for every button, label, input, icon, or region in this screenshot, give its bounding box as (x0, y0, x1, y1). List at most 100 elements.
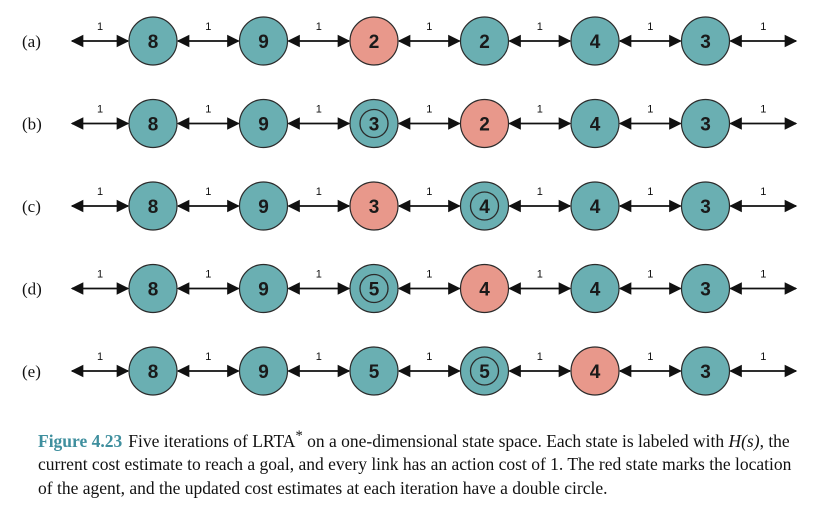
updated-estimate-ring (359, 108, 389, 139)
state-node (128, 181, 178, 231)
agent-state-node (459, 98, 510, 149)
state-cost-value: 2 (479, 115, 490, 136)
state-node (238, 346, 289, 396)
state-cost-value: 9 (258, 362, 269, 383)
edge-cost-label: 1 (205, 186, 211, 198)
state-node (680, 181, 731, 231)
updated-estimate-ring (359, 273, 389, 304)
state-node (349, 98, 399, 149)
state-node (680, 98, 731, 149)
caption-text-2: on a one-dimensional state space. Each s… (302, 430, 729, 451)
state-cost-value: 4 (590, 32, 601, 53)
state-cost-value: 3 (700, 32, 711, 53)
state-node (128, 346, 178, 396)
state-cost-value: 4 (479, 197, 490, 218)
state-node (680, 346, 731, 396)
row-label: (d) (22, 280, 42, 299)
state-cost-value: 3 (700, 115, 711, 136)
edge-cost-label: 1 (647, 104, 653, 116)
edge-cost-label: 1 (97, 351, 103, 363)
edge-cost-label: 1 (426, 104, 432, 116)
state-cost-value: 8 (148, 197, 159, 218)
edge-cost-label: 1 (426, 186, 432, 198)
state-cost-value: 3 (700, 362, 711, 383)
lrta-diagram: (a) 1 1 1 1 1 1 1 8 9 2 2 4 3 (b) 1 1 1 1 1 1 1 8 9 3 2 4 3 (c) 1 1 1 1 1… (22, 16, 798, 396)
edge-cost-label: 1 (647, 351, 653, 363)
state-node (238, 98, 289, 149)
agent-state-node (570, 346, 620, 396)
state-cost-value: 5 (479, 362, 490, 383)
state-cost-value: 8 (148, 115, 159, 136)
state-node (570, 181, 620, 231)
state-cost-value: 4 (590, 280, 601, 301)
state-node (128, 16, 178, 66)
state-node (459, 16, 510, 66)
state-cost-value: 4 (590, 115, 601, 136)
state-node (459, 181, 510, 231)
row-label: (a) (22, 32, 41, 51)
edge-cost-label: 1 (205, 351, 211, 363)
updated-estimate-ring (469, 191, 500, 221)
state-cost-value: 2 (479, 32, 490, 53)
edge-cost-label: 1 (760, 269, 766, 281)
edge-cost-label: 1 (426, 351, 432, 363)
state-node (238, 181, 289, 231)
edge-cost-label: 1 (537, 21, 543, 33)
state-cost-value: 3 (700, 280, 711, 301)
state-cost-value: 3 (700, 197, 711, 218)
edge-cost-label: 1 (760, 104, 766, 116)
state-node (128, 98, 178, 149)
caption-text-1: Five iterations of LRTA (128, 430, 296, 451)
edge-cost-label: 1 (205, 269, 211, 281)
state-cost-value: 4 (479, 280, 490, 301)
edge-cost-label: 1 (205, 104, 211, 116)
state-node (570, 98, 620, 149)
edge-cost-label: 1 (647, 186, 653, 198)
state-cost-value: 9 (258, 280, 269, 301)
caption-text-3: , the current cost estimate to reach a g… (38, 430, 792, 498)
row-label: (e) (22, 362, 41, 381)
edge-cost-label: 1 (316, 351, 322, 363)
state-node (459, 346, 510, 396)
state-cost-value: 8 (148, 32, 159, 53)
edge-cost-label: 1 (647, 269, 653, 281)
edge-cost-label: 1 (97, 269, 103, 281)
agent-state-node (459, 263, 510, 314)
state-cost-value: 3 (369, 115, 380, 136)
state-cost-value: 3 (369, 197, 380, 218)
edge-cost-label: 1 (647, 21, 653, 33)
caption-symbol: H(s) (728, 430, 760, 451)
state-cost-value: 5 (369, 280, 380, 301)
edge-cost-label: 1 (316, 186, 322, 198)
edge-cost-label: 1 (205, 21, 211, 33)
edge-cost-label: 1 (537, 351, 543, 363)
state-node (349, 346, 399, 396)
edge-cost-label: 1 (426, 21, 432, 33)
state-cost-value: 8 (148, 362, 159, 383)
state-cost-value: 9 (258, 115, 269, 136)
state-cost-value: 2 (369, 32, 380, 53)
state-node (570, 263, 620, 314)
row-label: (b) (22, 115, 42, 134)
edge-cost-label: 1 (97, 186, 103, 198)
edge-cost-label: 1 (760, 351, 766, 363)
state-cost-value: 5 (369, 362, 380, 383)
edge-cost-label: 1 (760, 186, 766, 198)
state-cost-value: 8 (148, 280, 159, 301)
updated-estimate-ring (469, 356, 500, 386)
state-node (680, 16, 731, 66)
edge-cost-label: 1 (760, 21, 766, 33)
edge-cost-label: 1 (97, 104, 103, 116)
figure-number: Figure 4.23 (38, 430, 123, 451)
state-cost-value: 9 (258, 197, 269, 218)
row-label: (c) (22, 197, 41, 216)
edge-cost-label: 1 (537, 269, 543, 281)
state-node (128, 263, 178, 314)
state-cost-value: 9 (258, 32, 269, 53)
